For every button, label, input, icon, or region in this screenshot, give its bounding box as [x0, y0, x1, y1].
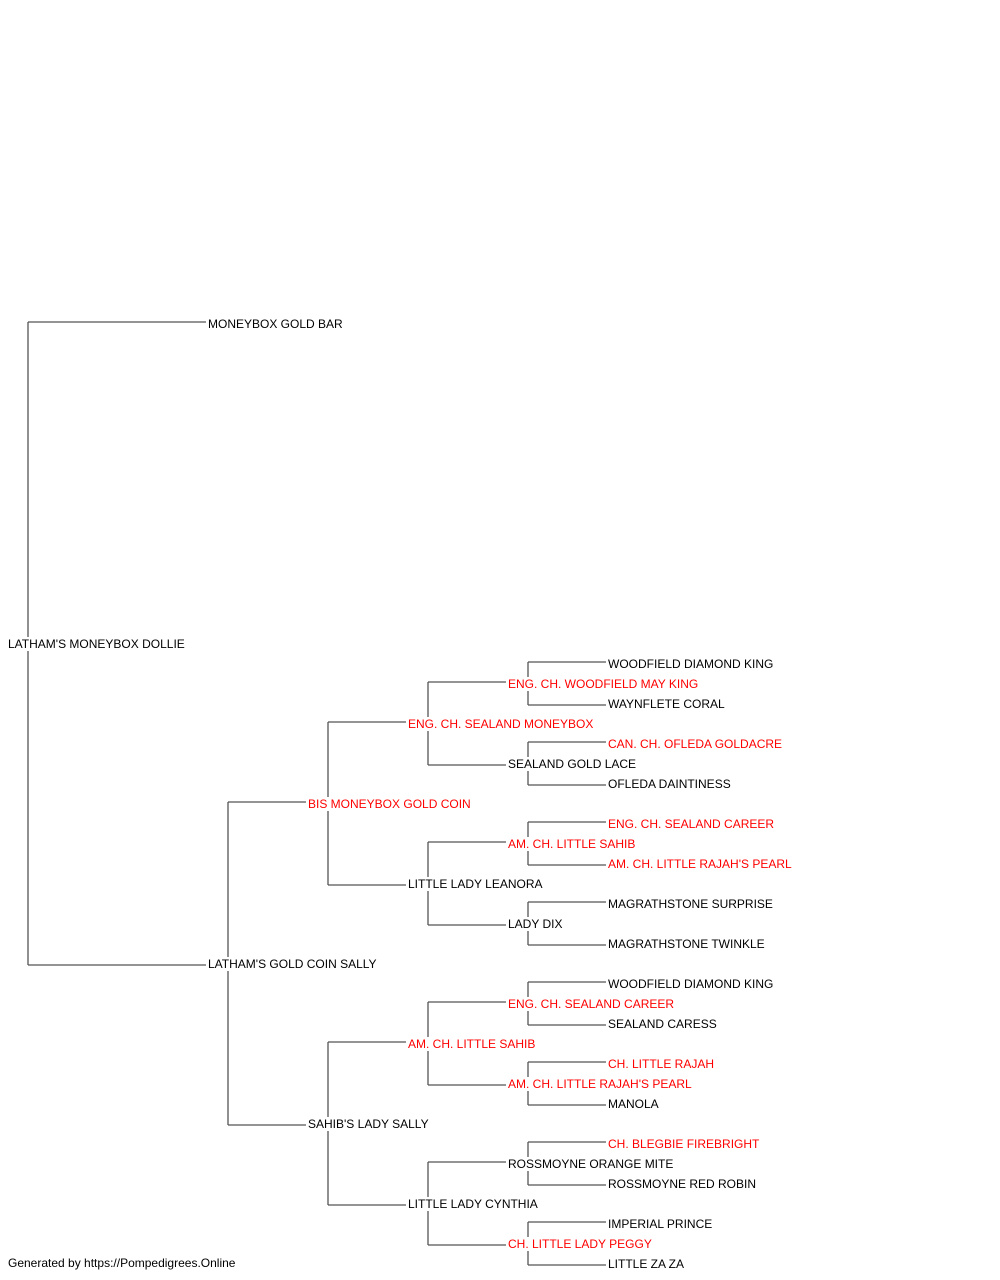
ancestor-gen5-name[interactable]: SEALAND CARESS: [608, 1017, 719, 1031]
dam-sire-dam-sire-name[interactable]: AM. CH. LITTLE SAHIB: [508, 837, 638, 851]
dam-sire-dam-dam-name[interactable]: LADY DIX: [508, 917, 565, 931]
ancestor-gen5-name[interactable]: MAGRATHSTONE TWINKLE: [608, 937, 767, 951]
dam-sire-sire-sire-name[interactable]: ENG. CH. WOODFIELD MAY KING: [508, 677, 701, 691]
ancestor-gen5-name[interactable]: LITTLE ZA ZA: [608, 1257, 687, 1271]
dam-dam-dam-dam-name[interactable]: CH. LITTLE LADY PEGGY: [508, 1237, 654, 1251]
ancestor-gen5-name[interactable]: IMPERIAL PRINCE: [608, 1217, 715, 1231]
dam-sire-dam-name[interactable]: LITTLE LADY LEANORA: [408, 877, 545, 891]
dam-dam-sire-dam-name[interactable]: AM. CH. LITTLE RAJAH'S PEARL: [508, 1077, 694, 1091]
sire-name[interactable]: MONEYBOX GOLD BAR: [208, 317, 345, 331]
subject-name[interactable]: LATHAM'S MONEYBOX DOLLIE: [8, 637, 187, 651]
ancestor-gen5-name[interactable]: AM. CH. LITTLE RAJAH'S PEARL: [608, 857, 794, 871]
ancestor-gen5-name[interactable]: CH. BLEGBIE FIREBRIGHT: [608, 1137, 762, 1151]
ancestor-gen5-name[interactable]: CH. LITTLE RAJAH: [608, 1057, 717, 1071]
dam-sire-sire-name[interactable]: ENG. CH. SEALAND MONEYBOX: [408, 717, 596, 731]
ancestor-gen5-name[interactable]: ROSSMOYNE RED ROBIN: [608, 1177, 759, 1191]
dam-dam-sire-sire-name[interactable]: ENG. CH. SEALAND CAREER: [508, 997, 677, 1011]
ancestor-gen5-name[interactable]: OFLEDA DAINTINESS: [608, 777, 733, 791]
dam-name[interactable]: LATHAM'S GOLD COIN SALLY: [208, 957, 379, 971]
dam-sire-name[interactable]: BIS MONEYBOX GOLD COIN: [308, 797, 473, 811]
ancestor-gen5-name[interactable]: MANOLA: [608, 1097, 661, 1111]
dam-sire-sire-dam-name[interactable]: SEALAND GOLD LACE: [508, 757, 639, 771]
dam-dam-dam-sire-name[interactable]: ROSSMOYNE ORANGE MITE: [508, 1157, 676, 1171]
ancestor-gen5-name[interactable]: WOODFIELD DIAMOND KING: [608, 977, 776, 991]
dam-dam-dam-name[interactable]: LITTLE LADY CYNTHIA: [408, 1197, 540, 1211]
generator-credit: Generated by https://Pompedigrees.Online: [8, 1256, 236, 1270]
ancestor-gen5-name[interactable]: WOODFIELD DIAMOND KING: [608, 657, 776, 671]
dam-dam-name[interactable]: SAHIB'S LADY SALLY: [308, 1117, 431, 1131]
ancestor-gen5-name[interactable]: ENG. CH. SEALAND CAREER: [608, 817, 777, 831]
ancestor-gen5-name[interactable]: WAYNFLETE CORAL: [608, 697, 727, 711]
ancestor-gen5-name[interactable]: MAGRATHSTONE SURPRISE: [608, 897, 775, 911]
ancestor-gen5-name[interactable]: CAN. CH. OFLEDA GOLDACRE: [608, 737, 785, 751]
dam-dam-sire-name[interactable]: AM. CH. LITTLE SAHIB: [408, 1037, 538, 1051]
